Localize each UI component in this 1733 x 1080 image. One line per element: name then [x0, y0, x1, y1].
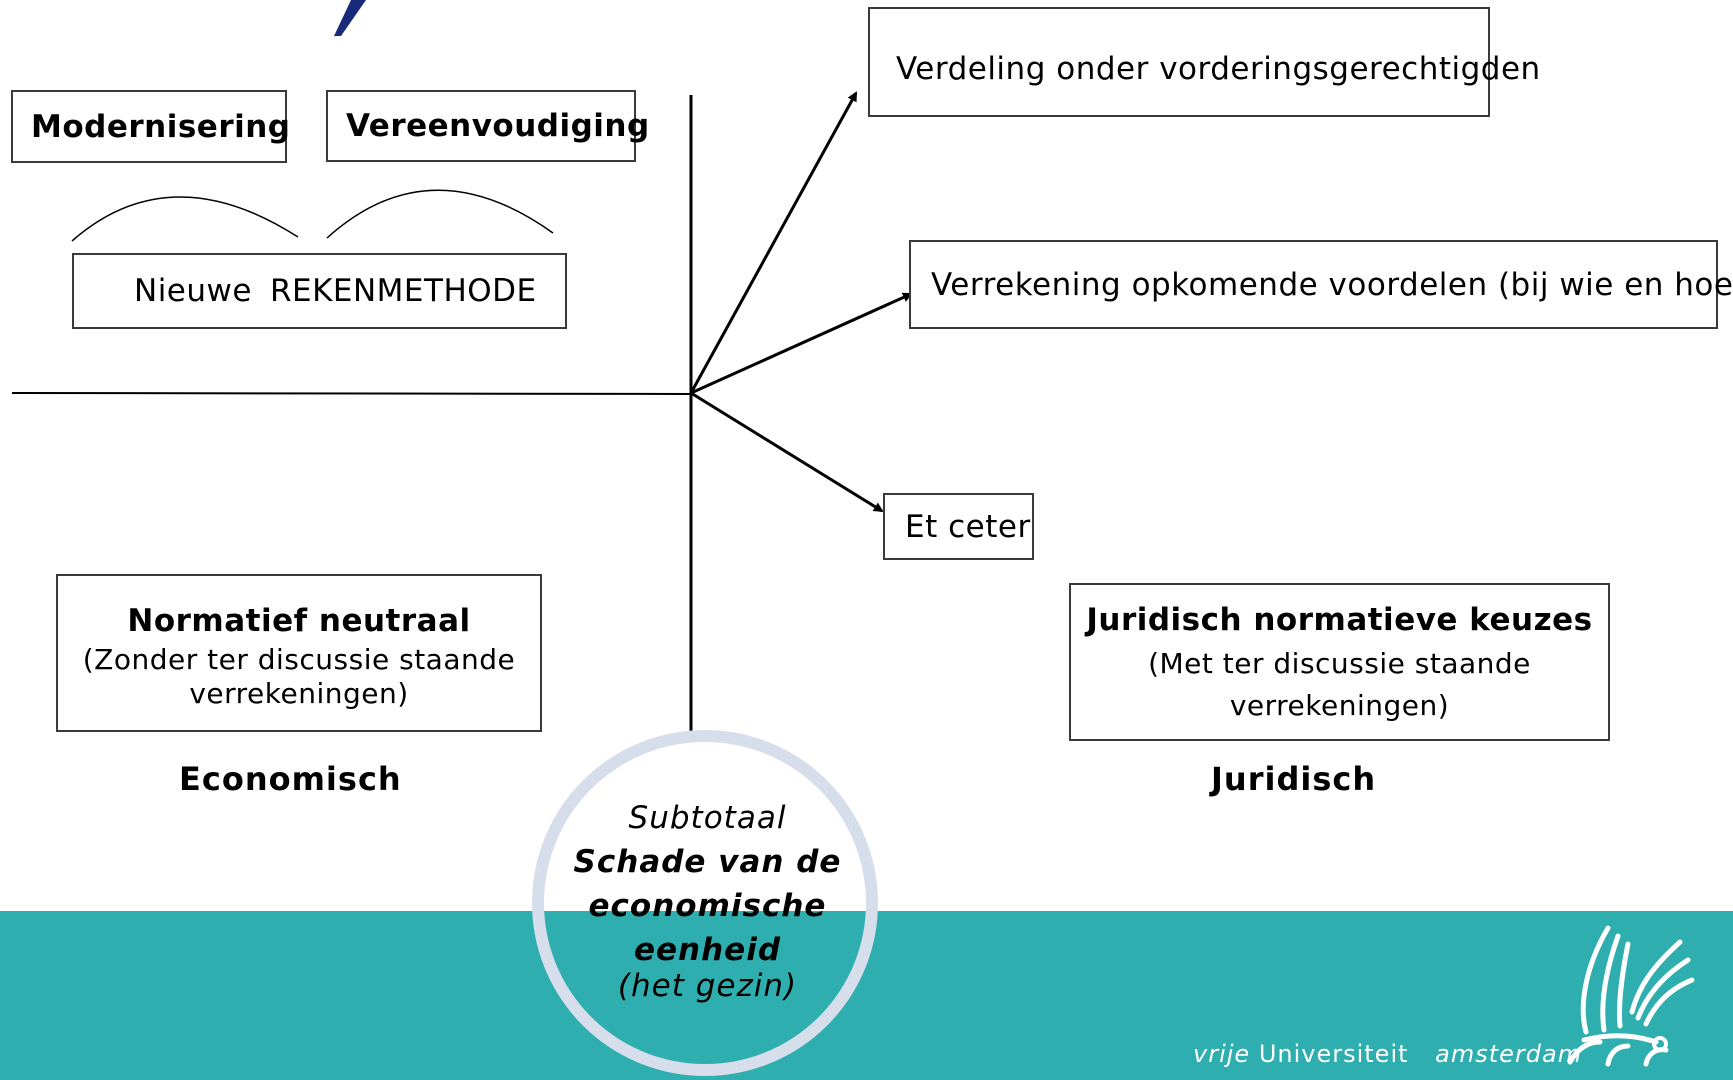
- arc-modernisering: [71, 196, 299, 242]
- circle-eenheid: eenheid: [633, 932, 782, 968]
- modernisering-box: Modernisering: [11, 90, 290, 163]
- brand-universiteit: Universiteit: [1258, 1040, 1409, 1068]
- normatief-neutraal-line1: (Zonder ter discussie staande: [82, 643, 516, 676]
- brand-text: vrije Universiteit amsterdam: [1193, 1040, 1582, 1068]
- juridisch-normatief-line1: (Met ter discussie staande: [1148, 647, 1531, 680]
- vereenvoudiging-label: Vereenvoudiging: [346, 108, 650, 144]
- verdeling-box: Verdeling onder vorderingsgerechtigden: [868, 7, 1540, 117]
- verrekening-label: Verrekening opkomende voordelen (bij wie…: [931, 266, 1733, 303]
- vereenvoudiging-box: Vereenvoudiging: [326, 90, 649, 162]
- horizontal-axis: [11, 392, 691, 395]
- normatief-neutraal-title: Normatief neutraal: [127, 603, 471, 639]
- brand-vrije: vrije: [1193, 1040, 1251, 1068]
- juridisch-normatief-box: Juridisch normatieve keuzes (Met ter dis…: [1069, 583, 1610, 741]
- juridisch-normatief-title: Juridisch normatieve keuzes: [1086, 602, 1593, 638]
- griffin-logo-icon: [1567, 925, 1695, 1067]
- circle-schade: Schade van de: [573, 844, 842, 880]
- circle-economische: economische: [588, 888, 827, 924]
- juridisch-normatief-line2: verrekeningen): [1229, 689, 1450, 722]
- arrow-verdeling: [689, 91, 858, 394]
- subtotaal-text: Subtotaal Schade van de economische eenh…: [535, 796, 880, 1008]
- normatief-neutraal-box: Normatief neutraal (Zonder ter discussie…: [56, 574, 542, 732]
- modernisering-label: Modernisering: [31, 108, 291, 145]
- etcetera-box: Et cetera: [883, 493, 1034, 560]
- arrow-etcetera: [690, 391, 884, 513]
- arc-vereenvoudiging: [326, 189, 554, 239]
- verrekening-box: Verrekening opkomende voordelen (bij wie…: [909, 240, 1733, 329]
- circle-subtotaal: Subtotaal: [628, 800, 787, 836]
- subtotaal-circle: [532, 730, 878, 1076]
- verdeling-label: Verdeling onder vorderingsgerechtigden: [896, 51, 1541, 87]
- economisch-caption: Economisch: [179, 760, 402, 798]
- nieuwe-label: Nieuwe: [134, 273, 252, 309]
- rekenmethode-label: REKENMETHODE: [269, 273, 537, 309]
- brand-amsterdam: amsterdam: [1435, 1040, 1583, 1068]
- circle-gezin: (het gezin): [617, 968, 798, 1004]
- etcetera-label: Et cetera: [905, 508, 1032, 545]
- normatief-neutraal-line2: verrekeningen): [189, 677, 409, 710]
- rekenmethode-box: Nieuwe REKENMETHODE: [72, 253, 567, 329]
- title-fragment: [334, 0, 366, 36]
- arrow-verrekening: [690, 292, 913, 395]
- juridisch-caption: Juridisch: [1211, 760, 1377, 798]
